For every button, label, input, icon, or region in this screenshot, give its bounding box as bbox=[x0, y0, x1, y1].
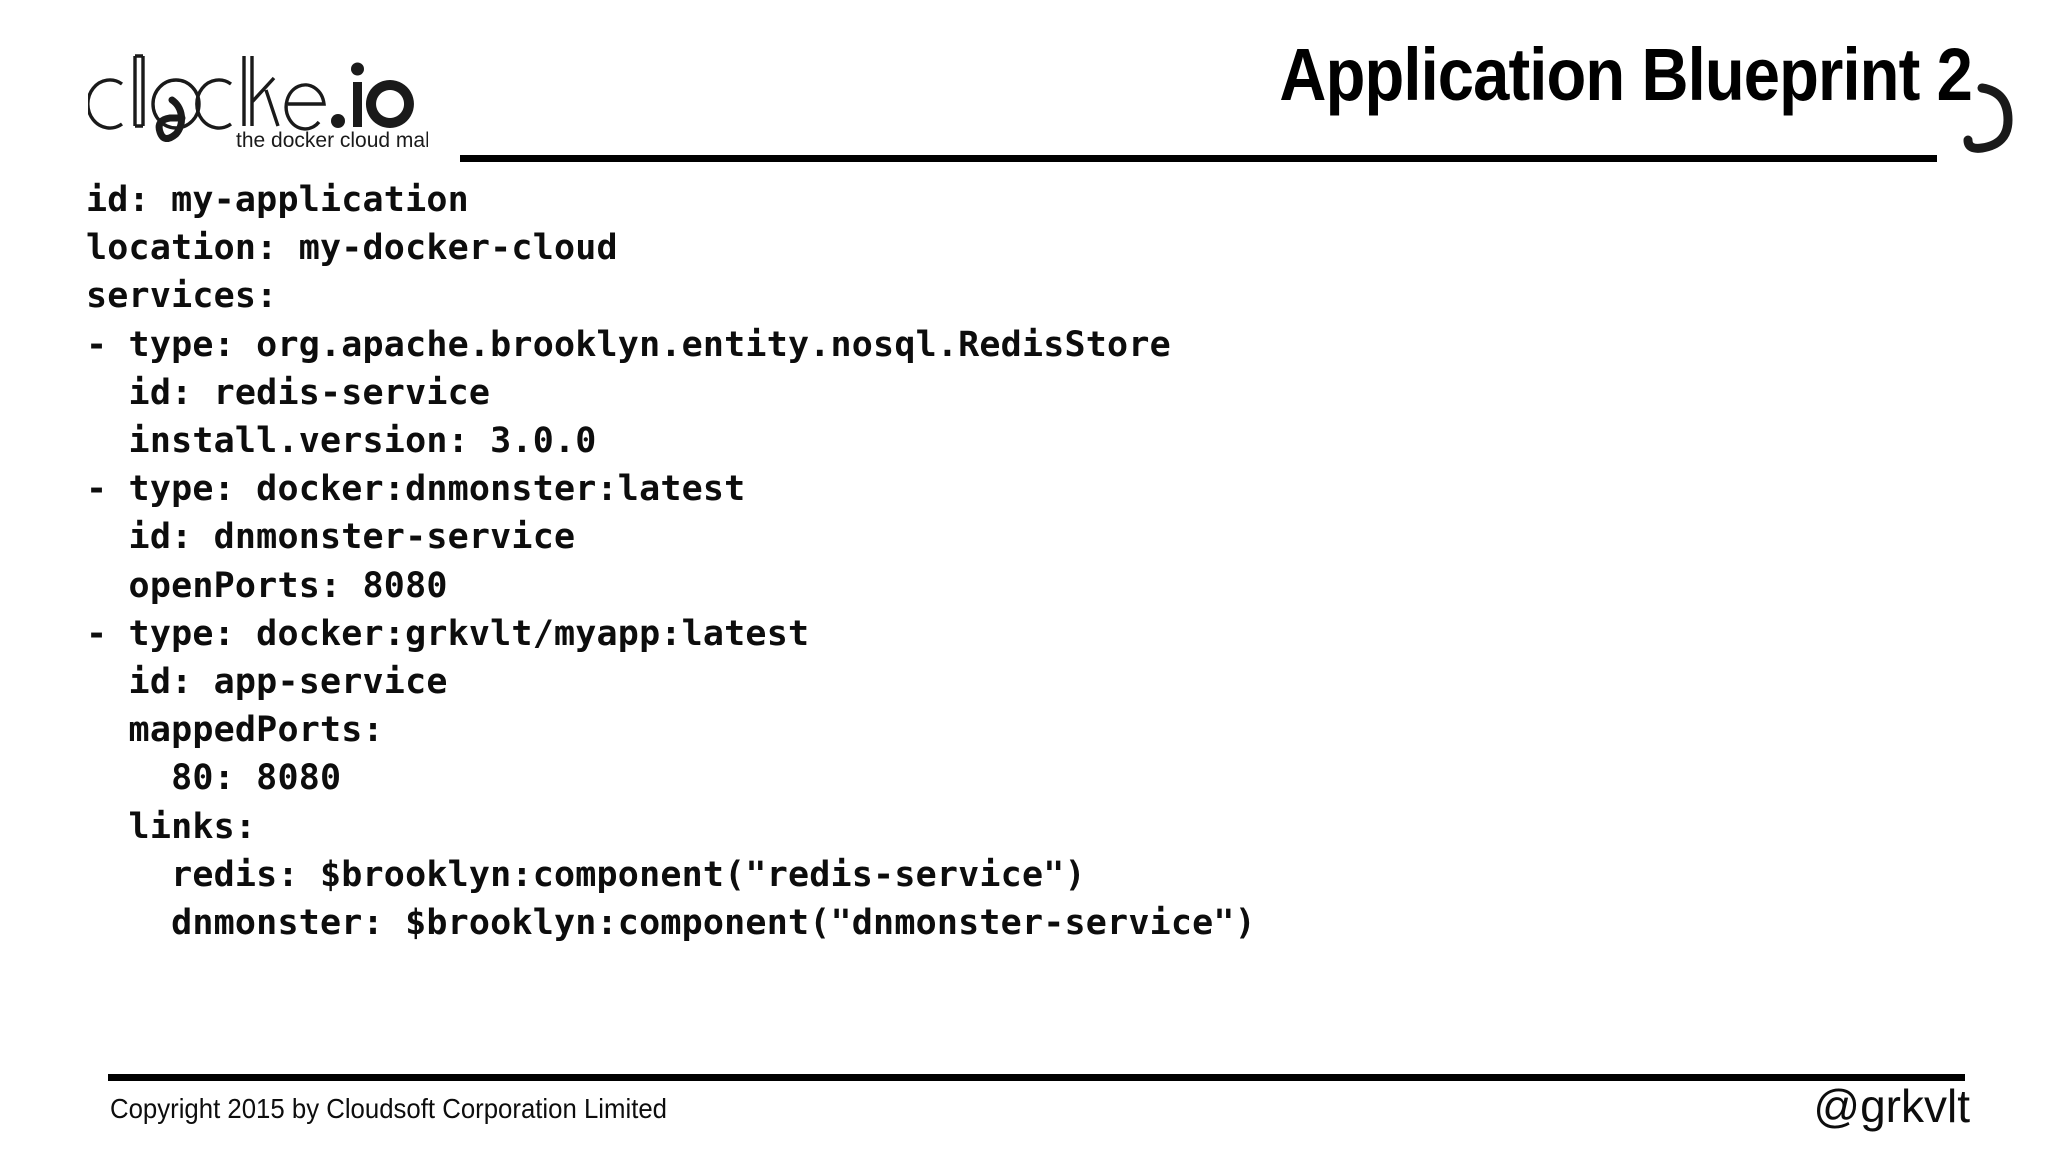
code-line: id: app-service bbox=[86, 662, 448, 703]
code-line: location: my-docker-cloud bbox=[86, 228, 618, 269]
code-line: id: dnmonster-service bbox=[86, 517, 576, 558]
blueprint-yaml-code: id: my-application location: my-docker-c… bbox=[86, 176, 1986, 947]
code-line: - type: docker:grkvlt/myapp:latest bbox=[86, 613, 810, 654]
code-line: 80: 8080 bbox=[86, 758, 342, 799]
code-line: - type: org.apache.brooklyn.entity.nosql… bbox=[86, 324, 1171, 365]
code-line: - type: docker:dnmonster:latest bbox=[86, 469, 746, 510]
clocker-hook-icon bbox=[1960, 60, 2048, 170]
footer-divider bbox=[108, 1074, 1965, 1081]
clocker-logo-svg: the docker cloud maker bbox=[88, 54, 428, 152]
header-divider bbox=[460, 155, 1937, 162]
code-line: links: bbox=[86, 806, 257, 847]
code-line: mappedPorts: bbox=[86, 710, 384, 751]
page-title: Application Blueprint 2 bbox=[1279, 33, 1973, 116]
code-line: id: my-application bbox=[86, 180, 469, 220]
code-line: openPorts: 8080 bbox=[86, 565, 448, 606]
code-line: install.version: 3.0.0 bbox=[86, 421, 597, 462]
code-line: id: redis-service bbox=[86, 372, 491, 413]
clocker-logo: the docker cloud maker bbox=[88, 44, 428, 154]
slide-header: the docker cloud maker Application Bluep… bbox=[0, 0, 2048, 180]
code-line: services: bbox=[86, 276, 278, 317]
footer-copyright: Copyright 2015 by Cloudsoft Corporation … bbox=[110, 1093, 668, 1124]
code-line: dnmonster: $brooklyn:component("dnmonste… bbox=[86, 903, 1256, 944]
footer-handle: @grkvlt bbox=[1813, 1080, 1970, 1132]
code-line: redis: $brooklyn:component("redis-servic… bbox=[86, 854, 1086, 895]
logo-tagline-text: the docker cloud maker bbox=[236, 129, 428, 152]
